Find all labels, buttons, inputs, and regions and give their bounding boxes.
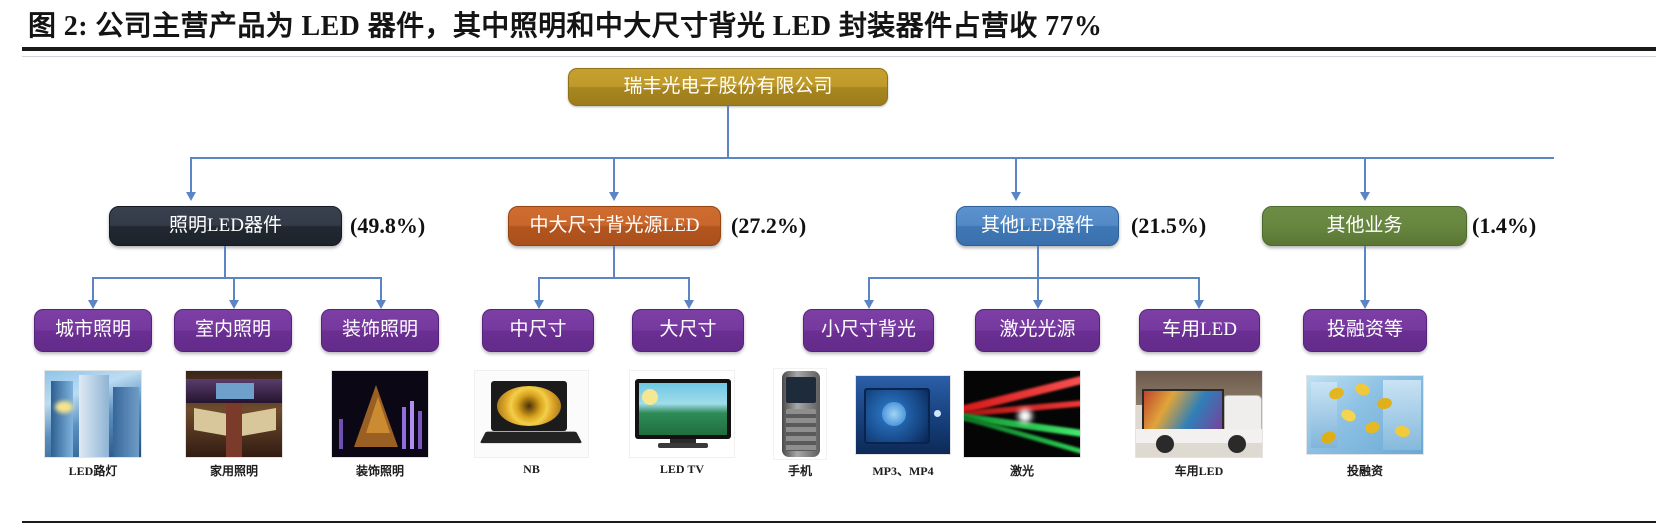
node-leaf-small-size-backlight-label: 小尺寸背光 — [820, 319, 916, 341]
photo-led-tv — [629, 370, 735, 458]
photo-decorative-lighting — [331, 370, 429, 458]
connector-seg2-down — [613, 157, 615, 193]
node-root-company[interactable]: 瑞丰光电子股份有限公司 — [568, 68, 888, 106]
node-segment-lighting-led[interactable]: 照明LED器件 — [109, 206, 342, 246]
node-leaf-small-size-backlight[interactable]: 小尺寸背光 — [803, 309, 934, 352]
title-divider — [22, 47, 1656, 51]
arrow-leaf5 — [684, 300, 694, 309]
node-leaf-city-lighting-label: 城市照明 — [54, 319, 131, 341]
node-leaf-decorative-lighting-label: 装饰照明 — [341, 319, 418, 341]
connector-leaf2-down — [233, 277, 235, 301]
percent-segment-other-business: (1.4%) — [1472, 213, 1537, 238]
photo-mp3-mp4 — [855, 375, 951, 455]
node-leaf-investment-financing[interactable]: 投融资等 — [1303, 309, 1427, 352]
node-leaf-indoor-lighting[interactable]: 室内照明 — [174, 309, 292, 352]
arrow-leaf6 — [864, 300, 874, 309]
arrow-seg2 — [609, 192, 619, 201]
connector-groupA-stem — [224, 246, 226, 278]
photo-led-street-light — [44, 370, 142, 458]
connector-root-down — [727, 106, 729, 158]
node-leaf-city-lighting[interactable]: 城市照明 — [34, 309, 152, 352]
connector-seg1-down — [190, 157, 192, 193]
connector-groupC-bus — [868, 277, 1200, 279]
connector-level1-bus — [190, 157, 1554, 159]
arrow-seg4 — [1360, 192, 1370, 201]
percent-segment-lighting-led: (49.8%) — [350, 213, 426, 238]
node-leaf-large-size[interactable]: 大尺寸 — [632, 309, 744, 352]
connector-leaf5-down — [688, 277, 690, 301]
node-segment-lighting-led-label: 照明LED器件 — [169, 214, 282, 236]
node-leaf-investment-financing-label: 投融资等 — [1326, 319, 1403, 341]
node-segment-other-led[interactable]: 其他LED器件 — [956, 206, 1119, 246]
arrow-leaf8 — [1194, 300, 1204, 309]
photo-caption-decorative-lighting: 装饰照明 — [355, 464, 404, 478]
node-leaf-mid-size[interactable]: 中尺寸 — [482, 309, 594, 352]
node-leaf-laser-source[interactable]: 激光光源 — [975, 309, 1100, 352]
figure-bottom-divider — [22, 521, 1656, 523]
photo-notebook — [474, 370, 589, 458]
arrow-seg3 — [1011, 192, 1021, 201]
connector-leaf4-down — [538, 277, 540, 301]
node-leaf-laser-source-label: 激光光源 — [999, 319, 1076, 341]
percent-segment-mid-large-backlight: (27.2%) — [731, 213, 807, 238]
arrow-leaf1 — [88, 300, 98, 309]
figure-title-bar: 图 2: 公司主营产品为 LED 器件，其中照明和中大尺寸背光 LED 封装器件… — [0, 0, 1668, 50]
arrow-leaf3 — [376, 300, 386, 309]
node-segment-other-business-label: 其他业务 — [1326, 214, 1403, 236]
photo-caption-notebook: NB — [523, 462, 540, 476]
arrow-leaf2 — [229, 300, 239, 309]
arrow-leaf7 — [1033, 300, 1043, 309]
connector-leaf7-down — [1037, 277, 1039, 301]
page-title: 图 2: 公司主营产品为 LED 器件，其中照明和中大尺寸背光 LED 封装器件… — [28, 11, 1103, 42]
photo-caption-home-lighting: 家用照明 — [209, 464, 258, 478]
connector-leaf8-down — [1198, 277, 1200, 301]
arrow-leaf4 — [534, 300, 544, 309]
node-segment-mid-large-backlight-label: 中大尺寸背光源LED — [529, 214, 700, 236]
photo-investment-financing — [1306, 375, 1424, 455]
arrow-leaf9 — [1360, 300, 1370, 309]
node-segment-other-led-label: 其他LED器件 — [981, 214, 1094, 236]
connector-leaf9-down — [1364, 246, 1366, 301]
connector-seg3-down — [1015, 157, 1017, 193]
node-leaf-vehicle-led[interactable]: 车用LED — [1139, 309, 1260, 352]
photo-mobile-phone — [773, 368, 827, 460]
photo-vehicle-led — [1135, 370, 1263, 458]
connector-leaf1-down — [92, 277, 94, 301]
photo-caption-mobile-phone: 手机 — [787, 464, 812, 478]
photo-caption-led-tv: LED TV — [659, 462, 705, 476]
photo-caption-mp3-mp4: MP3、MP4 — [872, 464, 934, 478]
node-leaf-decorative-lighting[interactable]: 装饰照明 — [321, 309, 439, 352]
node-leaf-large-size-label: 大尺寸 — [659, 319, 717, 341]
connector-leaf6-down — [868, 277, 870, 301]
node-leaf-indoor-lighting-label: 室内照明 — [194, 319, 271, 341]
photo-caption-vehicle-led: 车用LED — [1174, 464, 1224, 478]
connector-groupC-stem — [1037, 246, 1039, 278]
photo-home-lighting — [185, 370, 283, 458]
node-segment-other-business[interactable]: 其他业务 — [1262, 206, 1467, 246]
node-leaf-vehicle-led-label: 车用LED — [1162, 319, 1237, 341]
photo-laser — [963, 370, 1081, 458]
connector-groupB-bus — [538, 277, 690, 279]
connector-groupB-stem — [613, 246, 615, 278]
photo-caption-led-street-light: LED路灯 — [68, 464, 118, 478]
photo-caption-laser: 激光 — [1009, 464, 1034, 478]
node-root-company-label: 瑞丰光电子股份有限公司 — [623, 75, 833, 97]
percent-segment-other-led: (21.5%) — [1131, 213, 1207, 238]
photo-caption-investment-financing: 投融资 — [1346, 464, 1383, 478]
node-segment-mid-large-backlight[interactable]: 中大尺寸背光源LED — [508, 206, 721, 246]
connector-groupA-bus — [92, 277, 382, 279]
title-subdivider — [22, 56, 1656, 57]
connector-seg4-down — [1364, 157, 1366, 193]
connector-leaf3-down — [380, 277, 382, 301]
node-leaf-mid-size-label: 中尺寸 — [509, 319, 567, 341]
arrow-seg1 — [186, 192, 196, 201]
